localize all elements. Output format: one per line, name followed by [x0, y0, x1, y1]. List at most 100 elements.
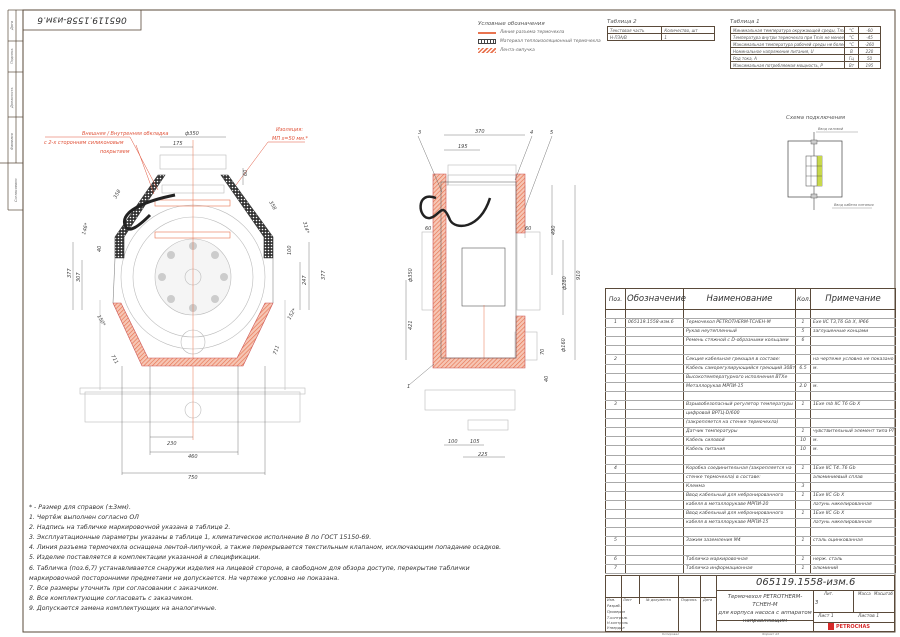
spec-cell: [605, 336, 626, 347]
spec-cell: 1: [795, 536, 811, 547]
role-label: Утвердил: [607, 626, 625, 630]
spec-cell: 7: [605, 564, 626, 574]
spec-cell: [810, 336, 896, 347]
spec-cell: [605, 418, 626, 429]
spec-cell: [625, 564, 684, 574]
spec-cell: нерж. сталь: [810, 555, 896, 565]
position-label: 1: [407, 384, 410, 390]
spec-cell: 1Exe mb IIC T6 Gb X: [810, 400, 896, 411]
spec-cell: Датчик температуры: [683, 427, 796, 438]
col-designation: Обозначение: [625, 288, 686, 310]
spec-row: цифровой ВРТЦ-D/600: [605, 409, 896, 420]
front-dimension-labels: ф350 175 60 358 146* 40 377 307 358 314*…: [67, 131, 327, 481]
cell: Максимальная температура рабочей среды н…: [730, 40, 845, 48]
spec-cell: [605, 545, 626, 556]
side-dimension-labels: 370 195 60 60 490 ф280 910 421 ф160 70 4…: [408, 129, 582, 458]
spec-cell: алюминий: [810, 564, 896, 574]
spec-row: стенке термочехла) в составе:алюминиевый…: [605, 473, 896, 483]
side-view: 370 195 60 60 490 ф280 910 421 ф160 70 4…: [405, 129, 582, 458]
table-1-title: Таблица 1: [730, 19, 760, 25]
spec-cell: 4: [605, 464, 626, 474]
insulation-swatch: [478, 39, 496, 44]
spec-cell: [625, 536, 684, 547]
spec-cell: [605, 382, 626, 392]
scale-label: Масштаб: [874, 591, 894, 596]
spec-cell: [605, 518, 626, 529]
dim-label: ф350: [408, 268, 414, 282]
spec-row: [605, 545, 896, 556]
position-label: 4: [530, 130, 533, 136]
dim-label: 490: [551, 225, 557, 235]
cell: Гц: [844, 54, 859, 62]
spec-cell: [625, 527, 684, 538]
spec-cell: [625, 354, 684, 365]
dim-label: 60: [243, 170, 249, 176]
lit-value: З: [815, 600, 819, 606]
spec-cell: Кабель саморегулирующийся греющий 30Вт/м: [683, 364, 796, 374]
spec-cell: [605, 509, 626, 520]
spec-row: [605, 527, 896, 538]
spec-cell: [810, 309, 896, 320]
cell: -45: [858, 33, 881, 41]
spec-cell: 2.0: [795, 382, 811, 392]
col-name: Наименование: [683, 288, 796, 310]
spec-cell: [625, 445, 684, 456]
title-block: 065119.1558-изм.6 Изм. Лист № документа …: [605, 575, 895, 632]
spec-cell: 5: [795, 327, 811, 338]
legend-label: Материал теплоизоляционный термочехла: [500, 39, 601, 44]
dim-label: 230: [167, 441, 177, 447]
spec-cell: 10: [795, 445, 811, 456]
heater-section: [154, 199, 231, 207]
dim-label: 247: [302, 275, 308, 285]
cell: -260: [858, 40, 881, 48]
spec-cell: Табличка маркировочная: [683, 555, 796, 565]
spec-cell: [605, 373, 626, 383]
spec-cell: 1: [795, 564, 811, 574]
spec-cell: [625, 518, 684, 529]
role-label: Разраб.: [607, 604, 621, 608]
spec-cell: Exe IIC T3,T6 Gb X, IP66: [810, 318, 896, 329]
cell: Количество, шт: [661, 26, 715, 34]
ground-terminal: [817, 156, 822, 186]
spec-cell: [605, 327, 626, 338]
dim-label: 225: [478, 452, 488, 458]
spec-cell: [810, 527, 896, 538]
spec-cell: [625, 473, 684, 483]
dim-label: 377: [321, 270, 327, 280]
spec-cell: латунь никелированная: [810, 518, 896, 529]
spec-cell: 5: [605, 536, 626, 547]
spec-cell: 3: [795, 482, 811, 492]
dim-label: 711: [109, 354, 119, 365]
spec-cell: [810, 545, 896, 556]
mass-label: Масса: [858, 591, 871, 596]
legend-item-split-line: Линия разъема термочехла: [478, 30, 601, 35]
spec-cell: [625, 373, 684, 383]
spec-cell: [795, 309, 811, 320]
spec-cell: Высокотемпературного исполнения BTXe: [683, 373, 796, 383]
cell: °C: [844, 26, 859, 34]
spec-cell: [625, 309, 684, 320]
dim-label: 146*: [81, 222, 90, 236]
spec-cell: алюминиевый сплав: [810, 473, 896, 483]
spec-cell: [625, 345, 684, 356]
role-label: Н.контроль: [607, 621, 628, 625]
col-label: Изм.: [607, 598, 616, 602]
dim-label: 175: [173, 141, 183, 147]
cell: В: [844, 47, 859, 55]
spec-cell: [625, 545, 684, 556]
sheet-count: Листов 1: [858, 614, 880, 619]
spec-cell: Клемма: [683, 482, 796, 492]
spec-cell: 1Exe IIC Gb X: [810, 491, 896, 501]
specification-table: Поз. Обозначение Наименование Кол. Приме…: [605, 288, 896, 574]
spec-cell: [625, 336, 684, 347]
dim-label: 40: [544, 376, 550, 382]
spec-row: [605, 391, 896, 401]
spec-cell: чувствительный элемент типа PT100: [810, 427, 896, 438]
